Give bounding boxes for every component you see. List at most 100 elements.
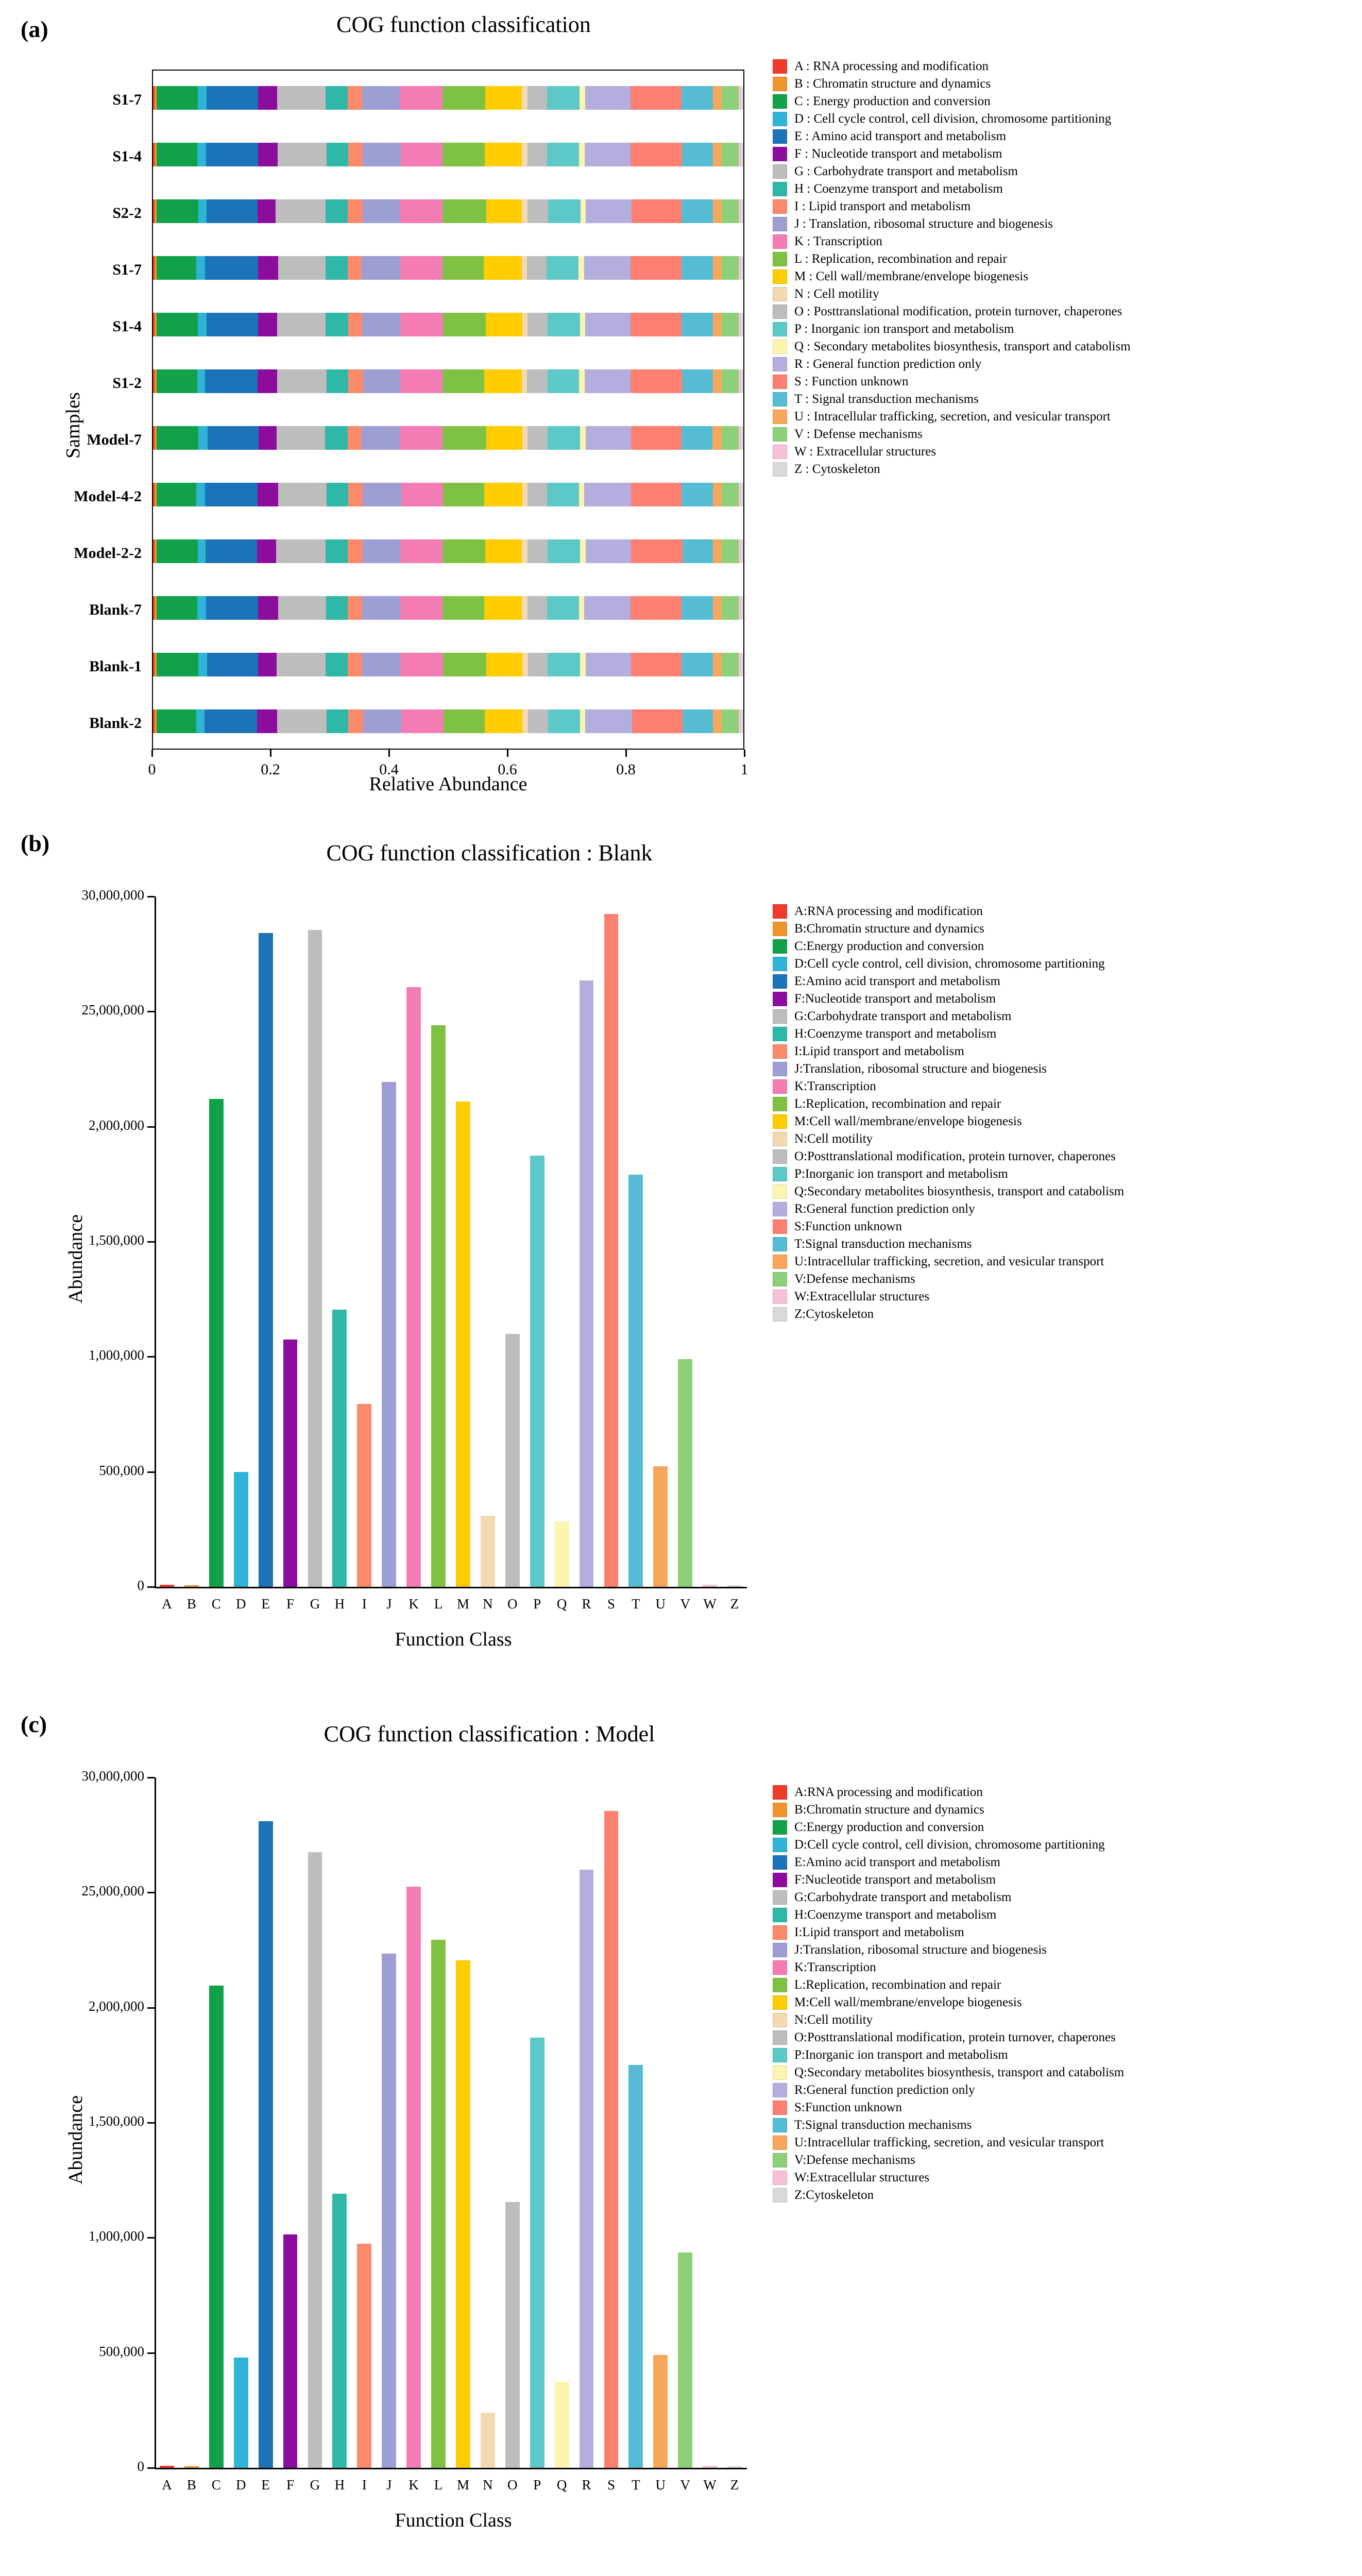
- stack-segment-L: [442, 369, 485, 393]
- stack-segment-S: [631, 483, 682, 506]
- stack-segment-W: [738, 256, 741, 280]
- stack-segment-S: [631, 369, 683, 393]
- stack-segment-D: [196, 256, 206, 280]
- stack-segment-D: [197, 86, 207, 110]
- panel-c-x-tick-label: J: [386, 2477, 392, 2493]
- stack-segment-M: [485, 143, 522, 166]
- panel-b-legend-item-I: I:Lipid transport and metabolism: [773, 1044, 1124, 1059]
- stack-segment-V: [721, 86, 739, 110]
- stack-segment-R: [584, 483, 631, 506]
- stack-segment-Q: [580, 426, 586, 450]
- panel-b-y-tick-label: 500,000: [99, 1462, 144, 1478]
- legend-swatch-N: [773, 1132, 787, 1146]
- panel-c-bar-J: [382, 1953, 397, 2468]
- stack-segment-A: [153, 653, 155, 676]
- stack-segment-B: [154, 539, 157, 563]
- panel-a-y-tick-label: S1-4: [112, 148, 142, 165]
- panel-a-x-tick-label: 0.8: [616, 761, 636, 778]
- stack-segment-F: [258, 596, 278, 620]
- panel-a-y-tick-label: Model-4-2: [74, 488, 142, 505]
- panel-b-legend-item-P: P:Inorganic ion transport and metabolism: [773, 1167, 1124, 1181]
- panel-b-x-tick-label: U: [655, 1596, 666, 1612]
- stacked-bar-row: [153, 143, 743, 166]
- panel-b-legend-item-Q: Q:Secondary metabolites biosynthesis, tr…: [773, 1184, 1124, 1199]
- legend-swatch-I: [773, 1925, 787, 1940]
- panel-c-y-tick-mark: [147, 1892, 155, 1894]
- stack-segment-A: [153, 596, 155, 620]
- panel-a-legend-item-C: C : Energy production and conversion: [773, 94, 1131, 109]
- stack-segment-L: [443, 483, 485, 506]
- panel-c-x-tick-label: A: [162, 2477, 172, 2493]
- stack-segment-U: [712, 596, 722, 620]
- stack-segment-G: [278, 596, 327, 620]
- stack-segment-K: [400, 653, 444, 676]
- stack-segment-Z: [740, 369, 743, 393]
- stack-segment-M: [483, 256, 522, 280]
- legend-label-W: W : Extracellular structures: [794, 445, 937, 459]
- stack-segment-F: [258, 653, 277, 676]
- panel-b-bar-K: [406, 987, 421, 1587]
- legend-label-N: N:Cell motility: [794, 1132, 873, 1146]
- stack-segment-E: [205, 483, 258, 506]
- panel-a-x-tick-label: 1: [740, 761, 748, 778]
- panel-c-x-tick-label: N: [483, 2477, 493, 2493]
- panel-c-legend-item-C: C:Energy production and conversion: [773, 1820, 1124, 1835]
- stack-segment-C: [156, 596, 197, 620]
- panel-b-legend-item-S: S:Function unknown: [773, 1219, 1124, 1234]
- stack-segment-K: [400, 539, 443, 563]
- stack-segment-W: [738, 539, 741, 563]
- legend-label-C: C:Energy production and conversion: [794, 1820, 984, 1835]
- stack-segment-G: [277, 369, 327, 393]
- panel-b-bar-C: [209, 1099, 224, 1587]
- legend-label-J: J:Translation, ribosomal structure and b…: [794, 1943, 1047, 1957]
- panel-c-legend-item-U: U:Intracellular trafficking, secretion, …: [773, 2136, 1124, 2150]
- stack-segment-N: [521, 369, 527, 393]
- legend-label-E: E:Amino acid transport and metabolism: [794, 1855, 1000, 1870]
- panel-b-bar-V: [678, 1359, 693, 1587]
- stack-segment-B: [154, 596, 157, 620]
- legend-swatch-Q: [773, 1184, 787, 1199]
- stack-segment-W: [738, 199, 741, 223]
- legend-label-F: F:Nucleotide transport and metabolism: [794, 992, 996, 1006]
- legend-swatch-W: [773, 445, 787, 459]
- stack-segment-W: [738, 86, 741, 110]
- stack-segment-S: [631, 426, 682, 450]
- stack-segment-Q: [579, 369, 585, 393]
- legend-label-C: C : Energy production and conversion: [794, 94, 991, 109]
- panel-c-x-tick-label: L: [434, 2477, 443, 2493]
- stack-segment-B: [154, 653, 157, 676]
- stacked-bar-row: [153, 653, 743, 676]
- stack-segment-V: [721, 596, 739, 620]
- stack-segment-V: [721, 199, 739, 223]
- panel-b-y-tick-label: 1,000,000: [89, 1347, 144, 1363]
- panel-c-y-tick-mark: [147, 2352, 155, 2354]
- legend-label-I: I : Lipid transport and metabolism: [794, 199, 971, 214]
- panel-c-title: COG function classification : Model: [324, 1721, 655, 1747]
- stack-segment-D: [196, 709, 205, 733]
- legend-swatch-H: [773, 182, 787, 196]
- legend-label-Q: Q:Secondary metabolites biosynthesis, tr…: [794, 1184, 1125, 1199]
- panel-c-x-tick-label: B: [186, 2477, 196, 2493]
- panel-c-legend-item-P: P:Inorganic ion transport and metabolism: [773, 2048, 1124, 2062]
- panel-b-legend-item-M: M:Cell wall/membrane/envelope biogenesis: [773, 1114, 1124, 1129]
- stack-segment-R: [584, 369, 631, 393]
- legend-swatch-Z: [773, 1307, 787, 1321]
- stack-segment-M: [485, 86, 522, 110]
- stack-segment-P: [547, 426, 580, 450]
- stack-segment-U: [712, 256, 722, 280]
- stack-segment-J: [362, 596, 400, 620]
- legend-swatch-K: [773, 1960, 787, 1975]
- panel-c-label: (c): [21, 1711, 47, 1737]
- stack-segment-Q: [580, 199, 586, 223]
- stack-segment-S: [631, 256, 682, 280]
- stack-segment-C: [156, 199, 199, 223]
- panel-c-legend-item-Z: Z:Cytoskeleton: [773, 2188, 1124, 2202]
- panel-c-x-tick-label: V: [680, 2477, 690, 2493]
- stack-segment-J: [362, 199, 400, 223]
- legend-label-P: P:Inorganic ion transport and metabolism: [794, 2048, 1008, 2062]
- stack-segment-Q: [578, 483, 585, 506]
- legend-label-R: R:General function prediction only: [794, 1202, 975, 1216]
- stack-segment-I: [347, 256, 362, 280]
- stack-segment-P: [548, 709, 580, 733]
- legend-label-O: O : Posttranslational modification, prot…: [794, 304, 1122, 319]
